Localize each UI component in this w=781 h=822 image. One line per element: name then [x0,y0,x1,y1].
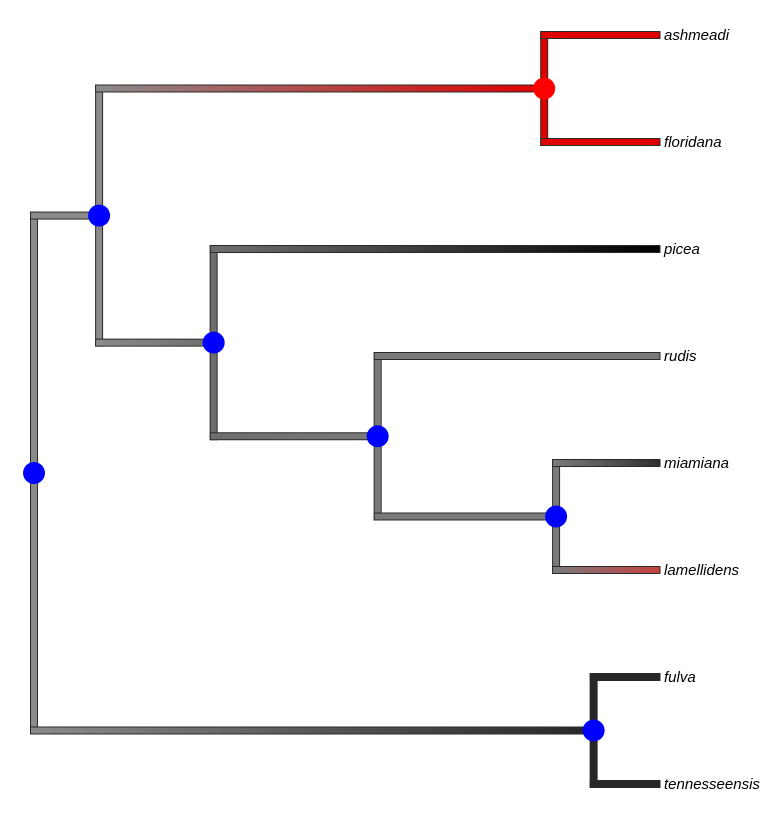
tip-label-fulva: fulva [664,669,696,686]
tip-label-tennesseensis: tennesseensis [664,776,760,793]
tip-labels: ashmeadi floridana picea rudis miamiana lamel… [663,27,760,793]
branch-n_fulva_tenn [30,726,595,735]
tip-label-picea: picea [663,241,700,258]
node-marker-n_picea_group[interactable] [202,331,225,354]
node-markers [23,77,605,742]
tip-label-lamellidens: lamellidens [664,562,740,579]
branch-floridana [540,138,661,146]
branch-n_mia_lam [373,512,557,521]
node-marker-n_upper[interactable] [88,204,111,227]
branch-miamiana [552,459,661,467]
branch-tennesseensis [589,780,661,788]
node-marker-n_ash_flo[interactable] [533,77,556,100]
branch-fulva [589,673,661,681]
tip-label-floridana: floridana [664,134,722,151]
branch-lamellidens [552,566,661,574]
tip-label-rudis: rudis [664,348,697,365]
branch-picea [209,245,661,253]
node-marker-n_mia_lam[interactable] [545,505,568,528]
branch-n_rudis_group [209,432,379,441]
tip-label-miamiana: miamiana [664,455,729,472]
branch-rudis [373,352,661,360]
tree-branches [30,31,661,788]
node-marker-n_fulva_tenn[interactable] [582,719,605,742]
node-marker-root[interactable] [23,462,45,485]
branch-n_picea_group [95,338,215,347]
branch-ashmeadi [540,31,661,39]
tip-label-ashmeadi: ashmeadi [664,27,730,44]
node-marker-n_rudis_group[interactable] [366,425,389,448]
branch-n_ash_flo [95,84,545,93]
